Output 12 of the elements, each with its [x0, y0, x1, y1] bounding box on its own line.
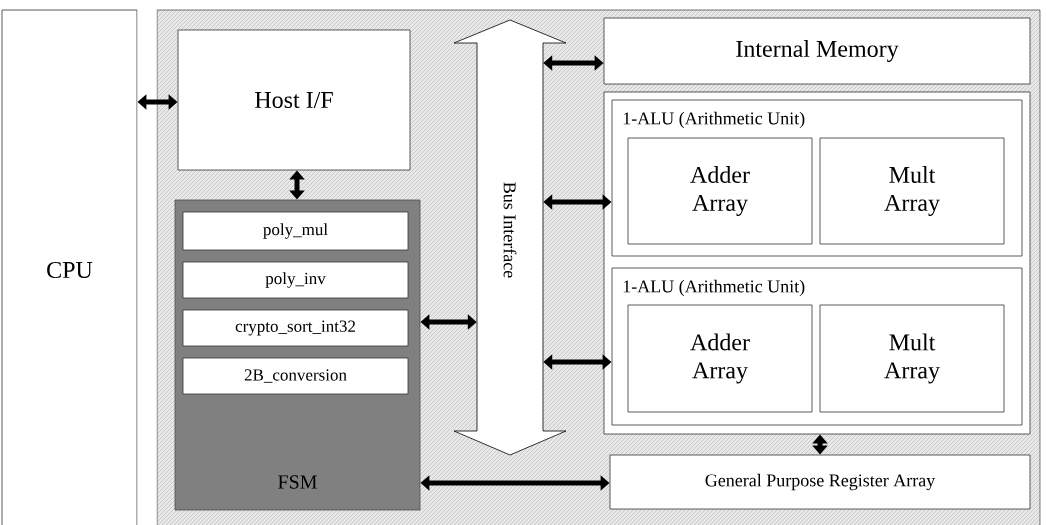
- block-box: Adder Array: [627, 137, 813, 245]
- block-box: Mult Array: [819, 304, 1005, 413]
- block-box: Host I/F: [177, 29, 411, 171]
- block-box: Internal Memory: [603, 17, 1031, 85]
- block-box: Adder Array: [627, 304, 813, 413]
- block-box: 2B_conversion: [182, 357, 409, 395]
- block-box: crypto_sort_int32: [182, 309, 409, 347]
- block-box: CPU: [1, 9, 138, 525]
- block-box: General Purpose Register Array: [609, 454, 1031, 510]
- block-box: poly_mul: [182, 211, 409, 251]
- block-box: poly_inv: [182, 261, 409, 299]
- block-box: Mult Array: [819, 137, 1005, 245]
